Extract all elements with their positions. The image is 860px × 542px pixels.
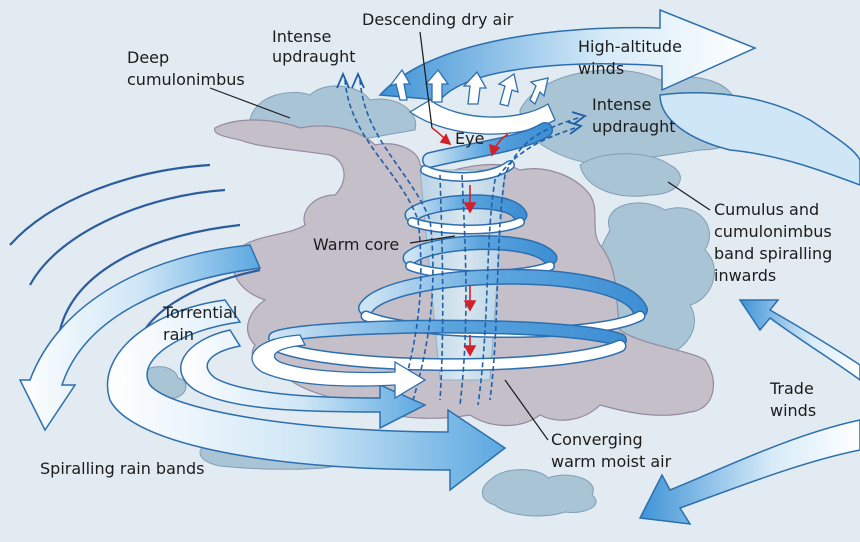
label-torrential-line1: Torrential [162, 303, 237, 322]
label-eye: Eye [455, 129, 484, 148]
rain-band-arrow-middle [106, 299, 507, 492]
label-intense-updraught-left-line1: Intense [272, 27, 331, 46]
spiral-band-bottom [268, 319, 627, 372]
label-high-altitude-line2: winds [578, 59, 624, 78]
label-trade-winds-line2: winds [770, 401, 816, 420]
label-deep-cb-line2: cumulonimbus [127, 70, 245, 89]
label-deep-cb-line1: Deep [127, 48, 169, 67]
label-trade-winds-line1: Trade [769, 379, 814, 398]
rain-band-arrow-inner [180, 329, 427, 430]
leader-lines [209, 31, 711, 441]
label-high-altitude-line1: High-altitude [578, 37, 682, 56]
label-intense-updraught-left-line2: updraught [272, 47, 356, 66]
label-converging-line1: Converging [551, 430, 643, 449]
label-cumulus-band-line2: cumulonimbus [714, 222, 832, 241]
trade-wind-arrow-upper [738, 299, 860, 381]
label-spiralling-rain-bands: Spiralling rain bands [40, 459, 205, 478]
labels: Descending dry air Intense updraught Hig… [40, 10, 832, 478]
descending-air-arrows [431, 127, 509, 357]
label-cumulus-band-line4: inwards [714, 266, 776, 285]
rain-band-arrow-small [251, 334, 427, 400]
spiral-band-2 [404, 194, 528, 235]
label-warm-core: Warm core [313, 235, 399, 254]
high-altitude-wind-arrow [378, 8, 860, 186]
label-cumulus-band-line1: Cumulus and [714, 200, 819, 219]
label-intense-updraught-right-line2: updraught [592, 117, 676, 136]
label-cumulus-band-line3: band spiralling [714, 244, 832, 263]
label-torrential-line2: rain [163, 325, 194, 344]
label-intense-updraught-right-line1: Intense [592, 95, 651, 114]
label-descending-dry-air: Descending dry air [362, 10, 514, 29]
updraught-arrowheads [336, 71, 587, 135]
trade-wind-arrow-lower [638, 419, 860, 525]
updraught-dashed-lines [344, 79, 579, 416]
label-converging-line2: warm moist air [551, 452, 672, 471]
rain-band-arrow-outer [18, 244, 262, 432]
